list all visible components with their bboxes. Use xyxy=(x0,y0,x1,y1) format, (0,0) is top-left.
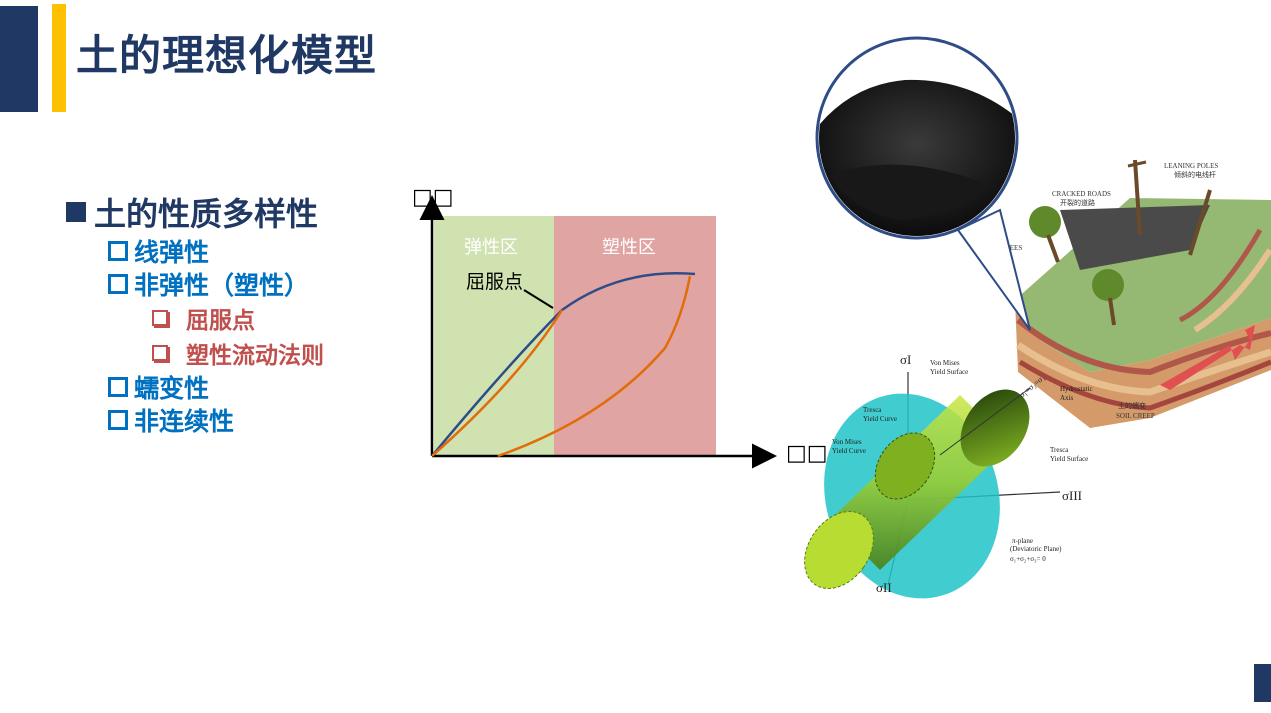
sub-bullet-text: 塑性流动法则 xyxy=(186,342,324,369)
elastic-unloading-curve xyxy=(431,309,564,457)
bullet-item-text: 非弹性（塑性） xyxy=(134,270,310,300)
plastic-unloading-curve xyxy=(497,275,692,458)
bullet-item: 非连续性 xyxy=(108,403,324,436)
axis-sigma-2: σII xyxy=(876,580,892,595)
bullet-item-text: 蠕变性 xyxy=(134,373,210,403)
label-tresca-curve-2: Yield Curve xyxy=(863,415,897,423)
sub-bullet-text: 屈服点 xyxy=(186,307,255,334)
sub-bullet-item: 屈服点 xyxy=(152,300,324,335)
title-accent-gold xyxy=(52,4,66,112)
bullet-item: 线弹性 xyxy=(108,234,324,267)
plastic-zone-label: 塑性区 xyxy=(602,237,656,258)
bullet-heading: 土的性质多样性 xyxy=(66,190,324,234)
label-von-mises-curve: Von Mises xyxy=(832,438,862,446)
elastic-zone-label: 弹性区 xyxy=(464,237,518,258)
open-square-icon xyxy=(108,409,128,430)
open-square-icon xyxy=(108,240,128,261)
label-leaning-poles: LEANING POLES xyxy=(1164,162,1218,170)
label-soil-creep: SOIL CREEP xyxy=(1116,412,1155,420)
bullet-heading-text: 土的性质多样性 xyxy=(94,195,319,233)
label-hydrostatic: Hydrostatic xyxy=(1060,385,1093,393)
slide-title: 土的理想化模型 xyxy=(76,31,378,80)
label-von-mises-surface: Von Mises xyxy=(930,359,960,367)
soil-creep-block xyxy=(1015,159,1271,428)
shadow-square-icon xyxy=(152,309,168,326)
bullet-item: 非弹性（塑性） xyxy=(108,267,324,300)
label-plane-equation: σ₁+σ₂+σ₃= 0 xyxy=(1010,555,1046,563)
label-leaning-poles-cn: 倾斜的电线杆 xyxy=(1174,170,1216,179)
title-accent-navy xyxy=(0,6,38,112)
axis-sigma-1: σI xyxy=(900,352,911,367)
bullet-item: 蠕变性 xyxy=(108,370,324,403)
square-bullet-icon xyxy=(66,202,86,222)
label-cracked-roads: CRACKED ROADS xyxy=(1052,190,1111,198)
bullet-item-text: 线弹性 xyxy=(134,237,210,267)
yield-point-label: 屈服点 xyxy=(466,271,523,293)
label-soil-creep-cn: 土的蠕变 xyxy=(1118,401,1146,410)
sub-bullet-item: 塑性流动法则 xyxy=(152,335,324,370)
shadow-square-icon xyxy=(152,344,168,361)
label-cracked-roads-cn: 开裂的道路 xyxy=(1060,198,1095,207)
label-deviatoric-plane: (Deviatoric Plane) xyxy=(1010,545,1062,553)
corner-decoration xyxy=(1254,664,1271,702)
label-tresca-curve: Tresca xyxy=(863,406,882,414)
label-von-mises-surface-2: Yield Surface xyxy=(930,368,968,376)
label-tresca-surface-2: Yield Surface xyxy=(1050,455,1088,463)
soil-grains-photo xyxy=(819,40,1015,236)
x-axis-label: □□ xyxy=(786,441,828,466)
plastic-zone xyxy=(554,216,716,456)
label-hydrostatic-axis: Axis xyxy=(1060,394,1074,402)
open-square-icon xyxy=(108,376,128,397)
label-tresca-surface: Tresca xyxy=(1050,446,1069,454)
bullet-list: 土的性质多样性 线弹性 非弹性（塑性） 屈服点 塑性流动法则 蠕变性 非连续性 xyxy=(66,190,324,436)
label-pi-plane: π-plane xyxy=(1012,537,1033,545)
elastic-zone xyxy=(434,216,554,456)
magnifier-circle xyxy=(815,36,1019,240)
y-axis-label: □□ xyxy=(412,185,454,210)
bullet-item-text: 非连续性 xyxy=(134,406,235,436)
label-trees-cn: 的树 xyxy=(992,252,1006,261)
open-square-icon xyxy=(108,273,128,294)
yield-surface-diagram xyxy=(804,372,1061,599)
yield-pointer xyxy=(523,289,554,309)
hydrostatic-equation: σ₁=σ₂=σ₃ xyxy=(1018,373,1047,400)
stress-strain-diagram: 弹性区 塑性区 屈服点 □□ xyxy=(412,185,777,469)
magnifier-pointer xyxy=(956,208,1031,331)
label-von-mises-curve-2: Yield Curve xyxy=(832,447,866,455)
label-trees: NT TREES xyxy=(990,244,1022,252)
axis-sigma-3: σIII xyxy=(1062,488,1082,503)
